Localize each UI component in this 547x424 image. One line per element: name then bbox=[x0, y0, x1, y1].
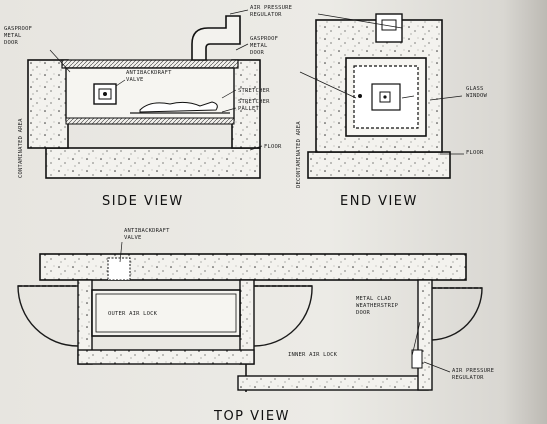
svg-text:DOOR: DOOR bbox=[356, 310, 371, 316]
top-label-air-pressure-regulator: AIR PRESSURE REGULATOR bbox=[452, 368, 494, 381]
top-label-antibackdraft-valve: ANTIBACKDRAFT VALVE bbox=[124, 228, 170, 241]
side-label-stretcher: STRETCHER bbox=[238, 88, 270, 94]
side-label-gasproof-door-right: GASPROOF METAL DOOR bbox=[250, 36, 278, 56]
top-right-door-swing bbox=[431, 287, 483, 341]
svg-text:STRETCHER: STRETCHER bbox=[238, 99, 270, 105]
svg-text:REGULATOR: REGULATOR bbox=[452, 375, 484, 381]
top-view-title: TOP VIEW bbox=[213, 409, 290, 424]
svg-text:DOOR: DOOR bbox=[250, 50, 265, 56]
end-floor-slab bbox=[307, 151, 451, 179]
svg-text:GLASS: GLASS bbox=[466, 86, 484, 92]
svg-text:WINDOW: WINDOW bbox=[466, 93, 488, 99]
top-inner-lower-wall bbox=[237, 375, 429, 391]
side-stretcher bbox=[139, 101, 218, 113]
svg-text:WEATHERSTRIP: WEATHERSTRIP bbox=[356, 303, 399, 309]
side-floor-slab bbox=[45, 147, 261, 179]
side-label-air-pressure-regulator: AIR PRESSURE REGULATOR bbox=[250, 5, 292, 18]
top-label-metal-clad-door: METAL CLAD WEATHERSTRIP DOOR bbox=[356, 296, 399, 316]
side-left-wall bbox=[27, 59, 69, 149]
svg-text:METAL: METAL bbox=[4, 33, 22, 39]
top-left-door-swing bbox=[17, 285, 79, 347]
top-air-pressure-regulator bbox=[411, 349, 423, 369]
side-view bbox=[27, 9, 263, 179]
top-label-outer-air-lock: OUTER AIR LOCK bbox=[108, 311, 158, 317]
end-label-floor: FLOOR bbox=[466, 150, 484, 156]
end-view-title: END VIEW bbox=[340, 194, 418, 209]
top-right-pier bbox=[417, 279, 433, 391]
svg-text:ANTIBACKDRAFT: ANTIBACKDRAFT bbox=[126, 70, 172, 76]
top-inner-air-lock bbox=[254, 280, 424, 378]
svg-text:DOOR: DOOR bbox=[4, 40, 19, 46]
svg-text:GASPROOF: GASPROOF bbox=[250, 36, 278, 42]
side-view-title: SIDE VIEW bbox=[102, 194, 184, 209]
side-label-antibackdraft-valve: ANTIBACKDRAFT VALVE bbox=[126, 70, 172, 83]
side-label-contaminated-area: CONTAMINATED AREA bbox=[18, 118, 24, 178]
top-label-inner-air-lock: INNER AIR LOCK bbox=[288, 352, 338, 358]
side-label-floor: FLOOR bbox=[264, 144, 282, 150]
svg-text:REGULATOR: REGULATOR bbox=[250, 12, 282, 18]
top-upper-wall bbox=[39, 253, 467, 281]
end-view bbox=[299, 13, 464, 179]
side-label-gasproof-door: GASPROOF METAL DOOR bbox=[4, 26, 32, 46]
svg-text:ANTIBACKDRAFT: ANTIBACKDRAFT bbox=[124, 228, 170, 234]
side-label-stretcher-pallet: STRETCHER PALLET bbox=[238, 99, 270, 112]
side-vent-duct bbox=[191, 15, 241, 61]
top-outer-lower-wall bbox=[77, 349, 255, 365]
end-label-decontaminated-area: DECONTAMINATED AREA bbox=[296, 121, 302, 188]
svg-text:METAL CLAD: METAL CLAD bbox=[356, 296, 391, 302]
svg-text:AIR PRESSURE: AIR PRESSURE bbox=[452, 368, 494, 374]
top-outer-air-lock bbox=[91, 289, 241, 337]
svg-text:VALVE: VALVE bbox=[126, 77, 144, 83]
end-label-glass-window: GLASS WINDOW bbox=[466, 86, 488, 99]
svg-text:AIR PRESSURE: AIR PRESSURE bbox=[250, 5, 292, 11]
svg-text:PALLET: PALLET bbox=[238, 106, 260, 112]
top-antibackdraft-valve bbox=[107, 257, 131, 281]
side-chamber-floor bbox=[65, 117, 235, 125]
svg-text:VALVE: VALVE bbox=[124, 235, 142, 241]
svg-text:METAL: METAL bbox=[250, 43, 268, 49]
side-ceiling bbox=[61, 59, 239, 69]
top-view bbox=[17, 241, 483, 392]
end-door-handle bbox=[358, 94, 362, 98]
top-mid-door-swing bbox=[253, 285, 313, 347]
svg-text:GASPROOF: GASPROOF bbox=[4, 26, 32, 32]
